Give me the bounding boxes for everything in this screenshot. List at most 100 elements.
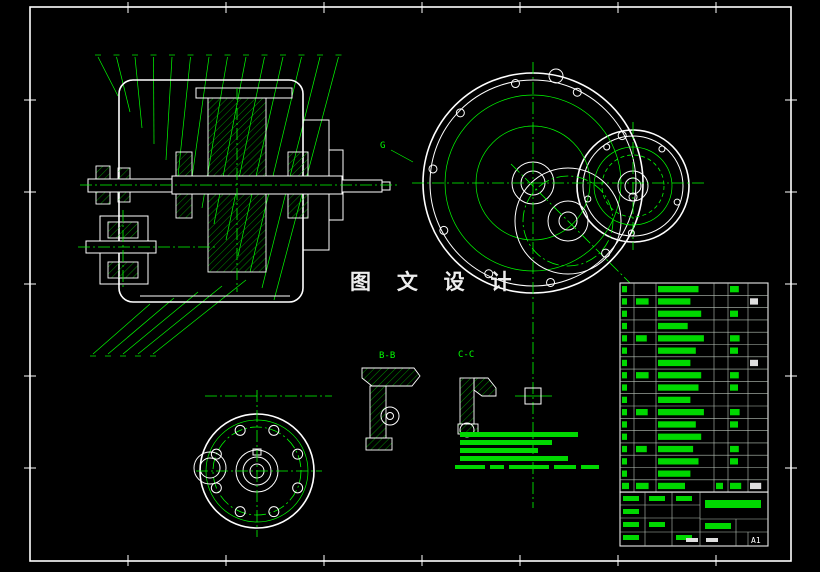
- title-text-bar: [705, 523, 731, 529]
- leader-line: [97, 56, 119, 97]
- gear-circle: [514, 167, 622, 275]
- leader-line: [152, 279, 247, 355]
- table-cell-text-bar: [622, 409, 627, 416]
- bolt-hole: [546, 277, 556, 287]
- leader-line: [107, 297, 175, 355]
- table-cell-text-bar: [622, 322, 627, 330]
- table-cell-text-bar: [658, 384, 699, 391]
- bolt-hole: [628, 192, 638, 202]
- table-cell-text-bar: [658, 445, 694, 453]
- bolt-hole: [603, 143, 611, 151]
- table-cell-text-bar: [730, 384, 738, 391]
- note-caption-bar: [455, 465, 485, 469]
- table-cell-text-bar: [622, 347, 627, 354]
- table-cell-text-bar: [658, 470, 691, 477]
- bolt-hole: [627, 229, 635, 237]
- table-cell-text-bar: [730, 335, 740, 342]
- title-text-bar: [623, 522, 639, 527]
- bolt-hole: [658, 145, 666, 153]
- table-cell-text-bar: [622, 359, 627, 367]
- bearing-section: [287, 151, 309, 179]
- output-shaft: [341, 179, 383, 193]
- table-cell-text-bar: [658, 310, 702, 317]
- side-housing-bolt-holes: [584, 143, 681, 237]
- table-cell-text-bar: [730, 347, 738, 354]
- table-cell-text-bar: [622, 470, 627, 477]
- table-cell-text-bar: [730, 482, 742, 490]
- leader-line: [134, 56, 143, 129]
- bearing-section: [287, 191, 309, 219]
- note-text-bar: [460, 432, 578, 437]
- table-cell-text-bar: [658, 347, 696, 354]
- table-cell-text-bar: [658, 409, 704, 416]
- junction-marker: [524, 387, 542, 405]
- title-text-bar: [686, 538, 698, 542]
- table-cell-text-bar: [658, 298, 691, 305]
- table-cell-text-bar: [730, 286, 739, 293]
- bracket-flange-section: [473, 377, 497, 397]
- parts-list-table: [619, 282, 769, 493]
- leader-line: [153, 56, 155, 145]
- note-text-bar: [460, 448, 538, 453]
- title-text-bar: [649, 522, 665, 527]
- title-text-bar: [623, 535, 639, 540]
- housing-bolt-holes: [428, 79, 638, 287]
- table-cell-text-bar: [622, 433, 627, 440]
- title-text-bar: [676, 496, 692, 501]
- watermark-text: 图 文 设 计: [350, 271, 522, 294]
- title-block: A1: [619, 491, 769, 547]
- table-cell-text-bar: [658, 286, 699, 293]
- boss-circle: [193, 451, 227, 485]
- bolt-hole: [210, 448, 222, 460]
- bolt-hole: [268, 424, 280, 436]
- table-cell-text-bar: [750, 298, 758, 305]
- drawing-title-bar: [705, 500, 761, 508]
- table-cell-text-bar: [622, 335, 627, 342]
- leader-line: [137, 285, 223, 355]
- table-cell-text-bar: [622, 396, 627, 403]
- table-cell-text-bar: [622, 372, 627, 379]
- view-label-g: G: [380, 141, 385, 151]
- note-caption-bar: [581, 465, 599, 469]
- note-caption-bar: [509, 465, 549, 469]
- table-cell-text-bar: [730, 445, 739, 453]
- bolt-hole: [210, 482, 222, 494]
- table-cell-text-bar: [622, 445, 627, 453]
- bolt-hole: [673, 198, 681, 206]
- note-caption-bar: [490, 465, 504, 469]
- note-text-bar: [460, 440, 552, 445]
- title-text-bar: [623, 509, 639, 514]
- lifting-eye: [548, 68, 564, 84]
- housing-top-view: G: [380, 62, 706, 508]
- gear-hub-circle: [547, 200, 589, 242]
- bolt-hole: [510, 79, 520, 89]
- table-cell-text-bar: [658, 458, 699, 465]
- table-cell-text-bar: [730, 458, 738, 465]
- gear-bore-circle: [558, 211, 578, 231]
- sheet-size-label: A1: [751, 536, 761, 545]
- section-g-arrow: [390, 149, 414, 163]
- table-cell-text-bar: [636, 445, 647, 453]
- table-cell-text-bar: [636, 298, 649, 305]
- table-cell-text-bar: [622, 421, 627, 428]
- bearing-section: [175, 151, 193, 177]
- table-cell-text-bar: [636, 409, 648, 416]
- leader-line: [189, 56, 210, 193]
- bolt-hole: [484, 269, 494, 279]
- table-cell-text-bar: [658, 421, 696, 428]
- table-cell-text-bar: [658, 335, 704, 342]
- shaft-end: [381, 181, 391, 191]
- table-cell-text-bar: [750, 359, 758, 367]
- table-cell-text-bar: [636, 482, 649, 490]
- table-cell-text-bar: [622, 384, 627, 391]
- view-label-bb: B-B: [379, 351, 395, 361]
- table-cell-text-bar: [622, 286, 627, 293]
- table-cell-text-bar: [730, 421, 738, 428]
- table-cell-text-bar: [622, 298, 627, 305]
- bracket-foot-section: [365, 437, 393, 451]
- bolt-hole: [292, 482, 304, 494]
- title-text-bar: [706, 538, 718, 542]
- table-cell-text-bar: [716, 482, 723, 490]
- table-cell-text-bar: [658, 482, 685, 490]
